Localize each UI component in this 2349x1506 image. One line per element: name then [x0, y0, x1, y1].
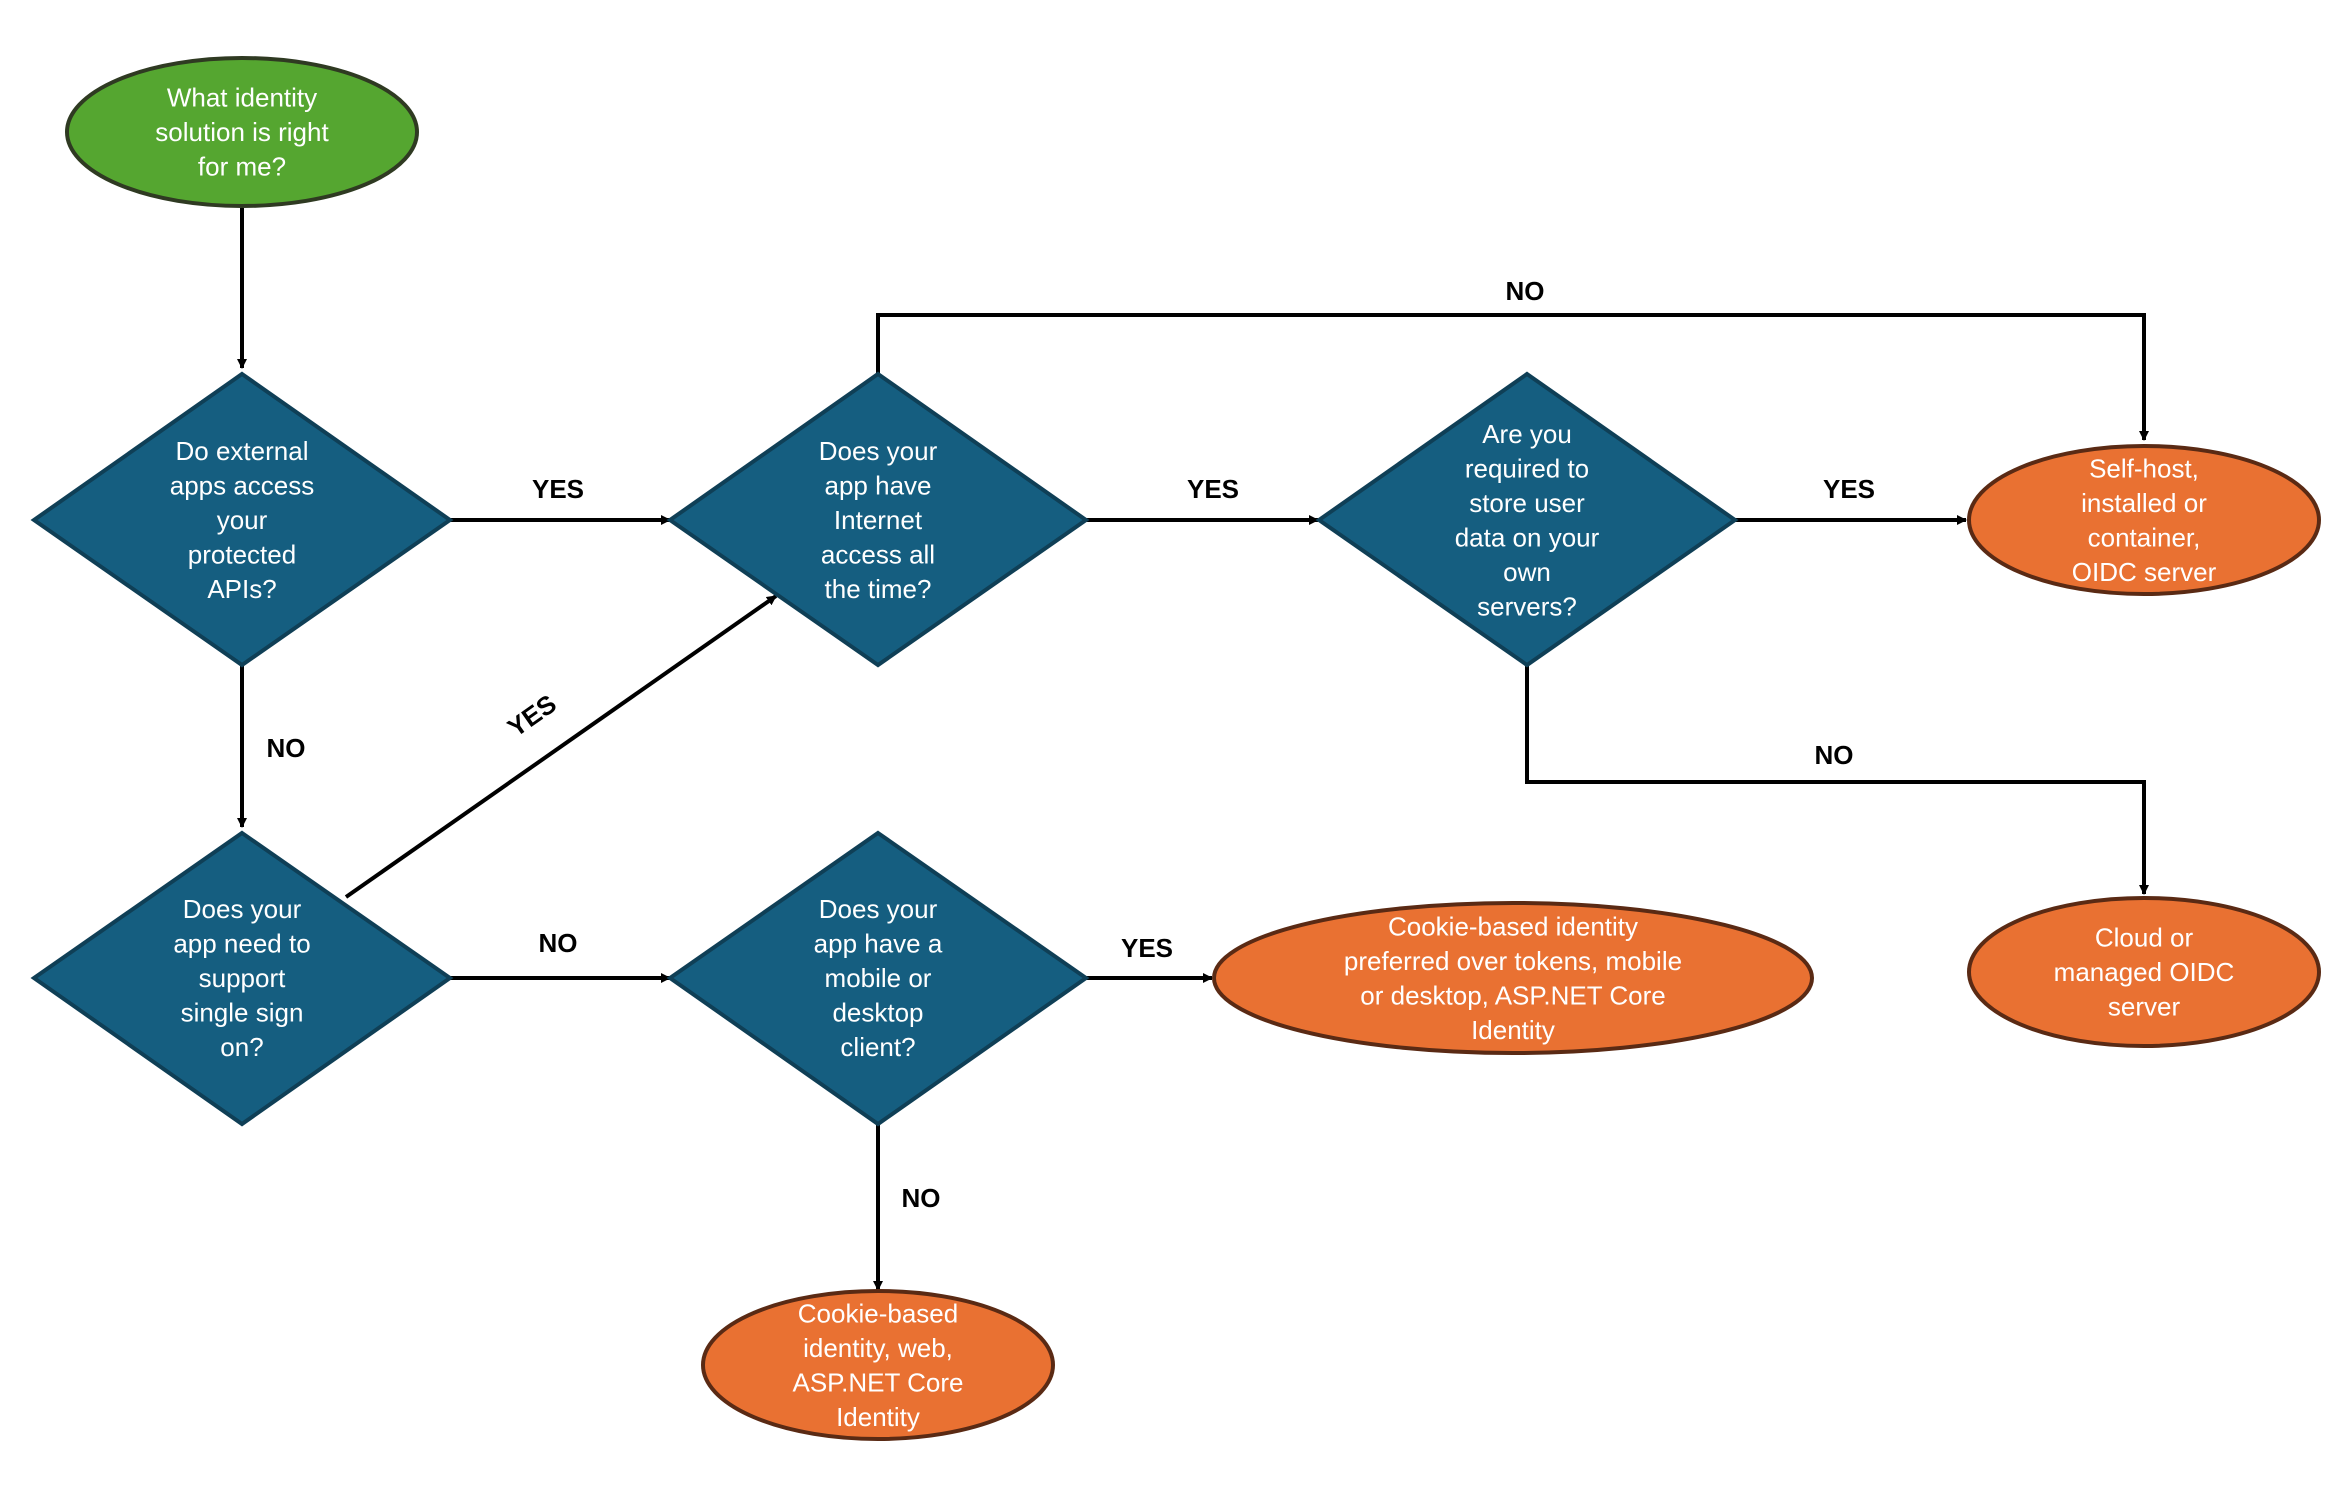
node-text-line: app have a	[814, 929, 943, 959]
node-text-line: Internet	[834, 505, 923, 535]
node-text-line: solution is right	[155, 117, 329, 147]
decision-internet-shape	[666, 371, 1090, 668]
node-text-line: Identity	[1471, 1015, 1555, 1045]
edge-store-to-cloud	[1525, 665, 2149, 895]
outcome-cloud-shape	[1967, 896, 2321, 1048]
node-text-line: required to	[1465, 453, 1589, 483]
node-text-line: app have	[825, 471, 932, 501]
outcome-cookie-tokens: Cookie-based identity preferred over toke…	[1212, 901, 1814, 1055]
outcome-selfhost-shape	[1967, 444, 2321, 596]
node-text-line: Does your	[819, 436, 938, 466]
decision-store-data: Are you required to store user data on your…	[1315, 371, 1739, 668]
label-client-to-cookie-web: NO	[902, 1183, 941, 1213]
label-sso-to-client: NO	[539, 928, 578, 958]
outcome-cookie-tokens-text: Cookie-based identity preferred over toke…	[1344, 911, 1682, 1045]
decision-store-data-text: Are you required to store user data on your…	[1455, 419, 1600, 622]
label-internet-to-selfhost: NO	[1506, 276, 1545, 306]
start-text: What identity solution is right for me?	[155, 83, 329, 182]
node-text-line: Are you	[1482, 419, 1572, 449]
node-text-line: preferred over tokens, mobile	[1344, 946, 1682, 976]
node-text-line: your	[217, 505, 268, 535]
outcome-cloud-text: Cloud or managed OIDC server	[2054, 923, 2235, 1022]
decision-store-data-shape	[1315, 371, 1739, 668]
node-text-line: store user	[1469, 488, 1585, 518]
start-shape	[65, 56, 419, 208]
node-text-line: or desktop, ASP.NET Core	[1360, 980, 1665, 1010]
label-client-to-cookie-tokens: YES	[1121, 933, 1173, 963]
node-text-line: ASP.NET Core	[792, 1367, 963, 1397]
label-internet-to-store: YES	[1187, 474, 1239, 504]
node-text-line: container,	[2088, 522, 2201, 552]
edges	[237, 208, 2149, 1291]
label-store-to-cloud: NO	[1815, 740, 1854, 770]
edge-labels: YES NO YES NO NO YES YES NO YES NO	[267, 276, 1876, 1213]
node-text-line: Do external	[176, 436, 309, 466]
node-text-line: installed or	[2081, 488, 2207, 518]
decision-external-apis-shape	[30, 371, 454, 668]
node-text-line: Identity	[836, 1402, 920, 1432]
start-node: What identity solution is right for me?	[65, 56, 419, 208]
node-text-line: mobile or	[825, 963, 932, 993]
node-text-line: client?	[840, 1032, 915, 1062]
decision-client-shape	[666, 830, 1090, 1127]
node-text-line: identity, web,	[803, 1333, 953, 1363]
node-text-line: access all	[821, 540, 935, 570]
node-text-line: single sign	[181, 998, 304, 1028]
label-sso-to-internet: YES	[502, 688, 562, 742]
node-text-line: for me?	[198, 152, 286, 182]
node-text-line: the time?	[825, 574, 932, 604]
edge-sso-to-internet	[344, 594, 778, 899]
outcome-cloud: Cloud or managed OIDC server	[1967, 896, 2321, 1048]
node-text-line: servers?	[1477, 591, 1577, 621]
node-text-line: managed OIDC	[2054, 957, 2235, 987]
node-text-line: desktop	[832, 998, 923, 1028]
node-text-line: Cloud or	[2095, 923, 2194, 953]
node-text-line: Does your	[819, 894, 938, 924]
node-text-line: server	[2108, 992, 2181, 1022]
node-text-line: Cookie-based identity	[1388, 911, 1638, 941]
node-text-line: Self-host,	[2089, 453, 2199, 483]
node-text-line: support	[199, 963, 286, 993]
node-text-line: Cookie-based	[798, 1298, 958, 1328]
node-text-line: OIDC server	[2072, 557, 2217, 587]
decision-client-text: Does your app have a mobile or desktop clien…	[814, 894, 943, 1062]
decision-client: Does your app have a mobile or desktop clien…	[666, 830, 1090, 1127]
outcome-selfhost: Self-host, installed or container, OIDC ser…	[1967, 444, 2321, 596]
node-text-line: own	[1503, 557, 1551, 587]
node-text-line: app need to	[173, 929, 310, 959]
label-store-to-selfhost: YES	[1823, 474, 1875, 504]
decision-sso-shape	[30, 830, 454, 1127]
outcome-selfhost-text: Self-host, installed or container, OIDC ser…	[2072, 453, 2217, 587]
outcome-cookie-tokens-shape	[1212, 901, 1814, 1055]
node-text-line: APIs?	[207, 574, 276, 604]
label-external-to-internet: YES	[532, 474, 584, 504]
edge-internet-to-selfhost	[876, 313, 2149, 441]
outcome-cookie-web-shape	[701, 1289, 1055, 1441]
node-text-line: Does your	[183, 894, 302, 924]
decision-sso: Does your app need to support single sign on…	[30, 830, 454, 1127]
node-text-line: on?	[220, 1032, 263, 1062]
decision-sso-text: Does your app need to support single sign on…	[173, 894, 310, 1062]
node-text-line: What identity	[167, 83, 317, 113]
label-external-to-sso: NO	[267, 733, 306, 763]
node-text-line: data on your	[1455, 522, 1600, 552]
node-text-line: protected	[188, 540, 296, 570]
node-text-line: apps access	[170, 471, 315, 501]
